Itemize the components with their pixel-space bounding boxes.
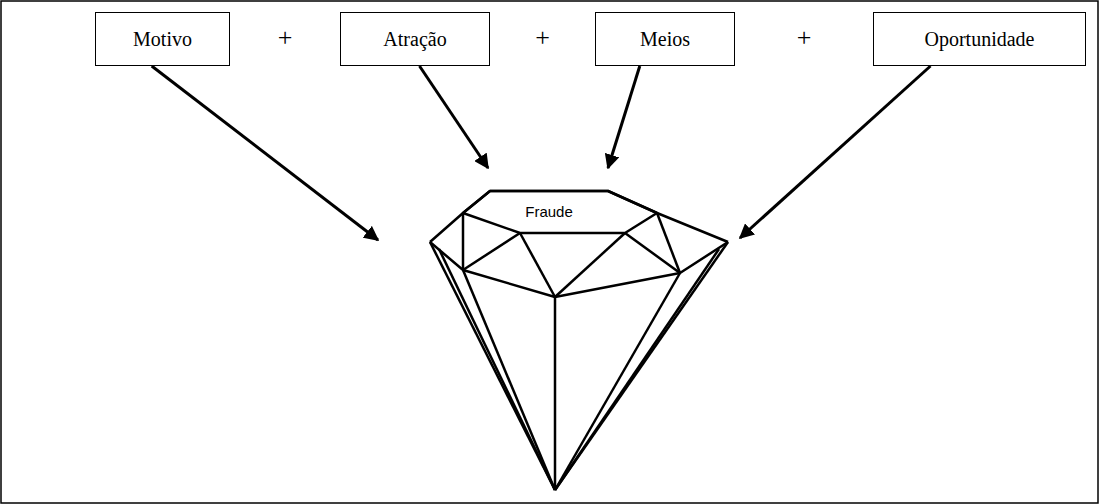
arrow-connector <box>608 66 640 168</box>
factor-box: Oportunidade <box>873 12 1086 66</box>
fraud-diamond: Fraude <box>425 185 735 493</box>
box-label: Atração <box>383 28 446 51</box>
factor-box: Motivo <box>95 12 230 66</box>
diamond-outline <box>425 185 735 493</box>
box-label: Meios <box>640 28 690 51</box>
plus-sign: + <box>797 25 812 51</box>
diamond-label: Fraude <box>486 203 612 220</box>
arrow-connector <box>152 66 378 240</box>
arrow-connector <box>420 66 489 168</box>
factor-box: Atração <box>340 12 490 66</box>
box-label: Motivo <box>133 28 192 51</box>
box-label: Oportunidade <box>925 28 1035 51</box>
plus-sign: + <box>535 25 550 51</box>
factor-box: Meios <box>595 12 735 66</box>
plus-sign: + <box>278 25 293 51</box>
arrow-connector <box>740 66 931 238</box>
